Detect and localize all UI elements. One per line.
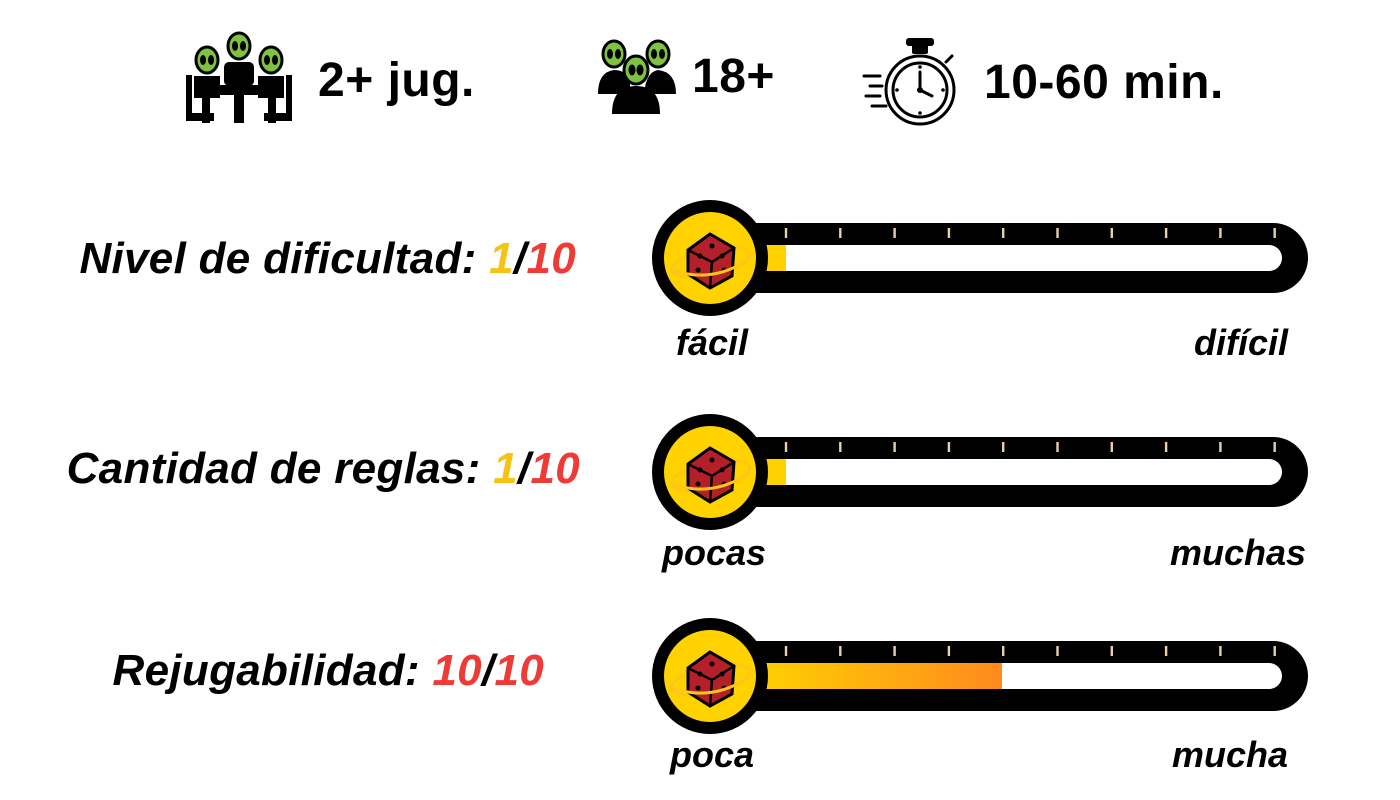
planet-die-icon [670,650,752,708]
meter-tick [947,646,951,656]
rules-label-text: Cantidad de reglas: [66,444,481,493]
difficulty-label-text: Nivel de dificultad: [79,234,477,283]
meter-tick [1110,442,1113,452]
meter-tick [1110,228,1113,238]
planet-die-icon [670,446,752,504]
rules-high-label: muchas [1169,532,1306,573]
replayability-separator: / [481,646,495,695]
stopwatch-icon [862,34,962,130]
replayability-high-label: mucha [1171,734,1288,775]
meter-tick [1056,646,1059,656]
meter-tick [947,228,951,238]
rules-separator: / [517,444,531,493]
players-text: 2+ jug. [318,53,475,107]
replayability-meter [650,608,1310,748]
difficulty-meter [650,190,1310,330]
meter-tick [1002,646,1005,656]
difficulty-max: 10 [526,234,576,283]
meter-tick [1110,646,1113,656]
rules-label: Cantidad de reglas: 1/10 [67,444,580,494]
time-text: 10-60 min. [984,55,1224,109]
meter-tick [839,646,842,656]
meter-tick [1164,646,1168,656]
difficulty-value: 1 [489,234,514,283]
rules-low-label: pocas [662,532,767,573]
meter-tick [1219,228,1222,238]
meter-tick [1273,228,1276,238]
replayability-low-label: poca [670,734,755,775]
meter-tick [784,646,788,656]
meter-tick [1219,442,1222,452]
meter-channel [750,245,1282,271]
rules-max: 10 [530,444,580,493]
meter-fill [750,663,1002,689]
replayability-max: 10 [494,646,544,695]
meter-tick [1164,442,1168,452]
players-info: 2+ jug. [182,30,475,130]
meter-tick [1002,228,1005,238]
meter-tick [1273,442,1276,452]
meter-tick [1219,646,1222,656]
meter-tick [893,228,896,238]
meter-tick [784,228,788,238]
difficulty-separator: / [513,234,527,283]
meter-tick [1273,646,1276,656]
meter-channel [750,459,1282,485]
meter-tick [784,442,788,452]
rules-meter [650,404,1310,544]
meter-tick [1056,228,1059,238]
meter-tick [1164,228,1168,238]
time-info: 10-60 min. [862,34,1224,130]
replayability-value: 10 [432,646,482,695]
meter-tick [947,442,951,452]
difficulty-high-label: difícil [1193,322,1288,363]
meter-tick [839,228,842,238]
meter-tick [1056,442,1059,452]
difficulty-label: Nivel de dificultad: 1/10 [79,234,576,284]
meter-tick [893,442,896,452]
meter-tick [1002,442,1005,452]
meter-tick [839,442,842,452]
replayability-label: Rejugabilidad: 10/10 [113,646,544,696]
planet-die-icon [670,232,752,290]
age-info: 18+ [596,38,775,114]
group-of-aliens-icon [596,38,678,114]
players-at-table-icon [182,30,300,130]
meter-tick [893,646,896,656]
age-text: 18+ [692,49,775,103]
replayability-label-text: Rejugabilidad: [112,646,420,695]
rules-value: 1 [493,444,518,493]
difficulty-low-label: fácil [676,322,749,363]
